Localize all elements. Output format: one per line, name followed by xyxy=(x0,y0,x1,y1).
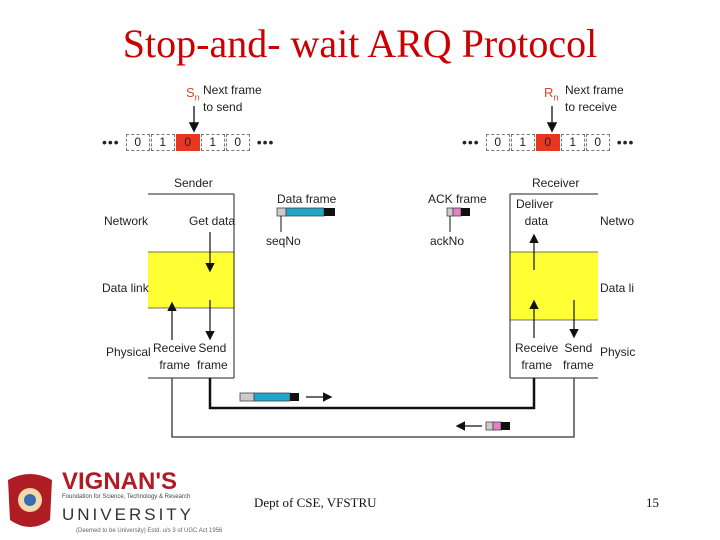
receiver-network-layer: Netwo xyxy=(600,214,635,228)
receiver-sliding-window: ••• 0 1 0 1 0 ••• xyxy=(456,133,640,151)
sender-cell: 0 xyxy=(225,133,250,151)
logo-tagline: Foundation for Science, Technology & Res… xyxy=(62,494,191,500)
sender-network-layer: Network xyxy=(104,214,149,228)
logo-established: (Deemed to be University) Estd. u/s 3 of… xyxy=(76,528,223,534)
sender-stack xyxy=(148,193,235,379)
get-data-label: Get data xyxy=(189,214,236,228)
sender-current-cell: 0 xyxy=(175,133,200,151)
sender-cell: 1 xyxy=(150,133,175,151)
ack-frame-label: ACK frame xyxy=(428,192,487,206)
receiver-stack xyxy=(509,193,598,379)
sender-heading: Sender xyxy=(174,176,213,190)
receiver-physical-layer: Physic xyxy=(600,345,636,359)
receiver-heading: Receiver xyxy=(532,176,580,190)
receiver-cell: 1 xyxy=(560,133,585,151)
receiver-cell: 0 xyxy=(485,133,510,151)
return-channel xyxy=(171,378,575,438)
data-frame-in-transit xyxy=(239,392,333,402)
receiver-datalink-layer: Data li xyxy=(600,281,635,295)
forward-channel xyxy=(208,378,536,410)
university-logo-emblem xyxy=(8,474,52,527)
receiver-cell: 0 xyxy=(585,133,610,151)
sender-datalink-band xyxy=(148,252,234,308)
slide-title: Stop-and- wait ARQ Protocol xyxy=(122,21,598,66)
ack-frame-legend xyxy=(446,207,470,232)
ellipsis-left: ••• xyxy=(462,134,480,150)
page-number: 15 xyxy=(646,495,659,510)
ellipsis-right: ••• xyxy=(256,134,275,150)
sender-cell: 1 xyxy=(200,133,225,151)
data-frame-legend xyxy=(276,207,335,232)
sender-cell: 0 xyxy=(125,133,150,151)
ellipsis-left: ••• xyxy=(102,134,120,150)
ack-frame-in-transit xyxy=(455,421,510,431)
data-frame-label: Data frame xyxy=(277,192,337,206)
deliver-data-label: Deliver data xyxy=(516,197,554,228)
seqno-label: seqNo xyxy=(266,234,301,248)
receiver-cell: 1 xyxy=(510,133,535,151)
sender-datalink-layer: Data link xyxy=(102,281,149,295)
sender-physical-layer: Physical xyxy=(106,345,151,359)
sender-pointer-label: Sn xyxy=(186,85,200,103)
ackno-label: ackNo xyxy=(430,234,465,248)
logo-name: VIGNAN'S xyxy=(62,468,178,495)
receiver-pointer-label: Rn xyxy=(544,85,559,103)
receiver-datalink-band xyxy=(510,252,598,320)
sender-sliding-window: ••• 0 1 0 1 0 ••• xyxy=(96,133,280,151)
ellipsis-right: ••• xyxy=(616,134,635,150)
logo-university: UNIVERSITY xyxy=(62,505,195,524)
receiver-current-cell: 0 xyxy=(535,133,560,151)
footer-dept: Dept of CSE, VFSTRU xyxy=(254,495,377,510)
